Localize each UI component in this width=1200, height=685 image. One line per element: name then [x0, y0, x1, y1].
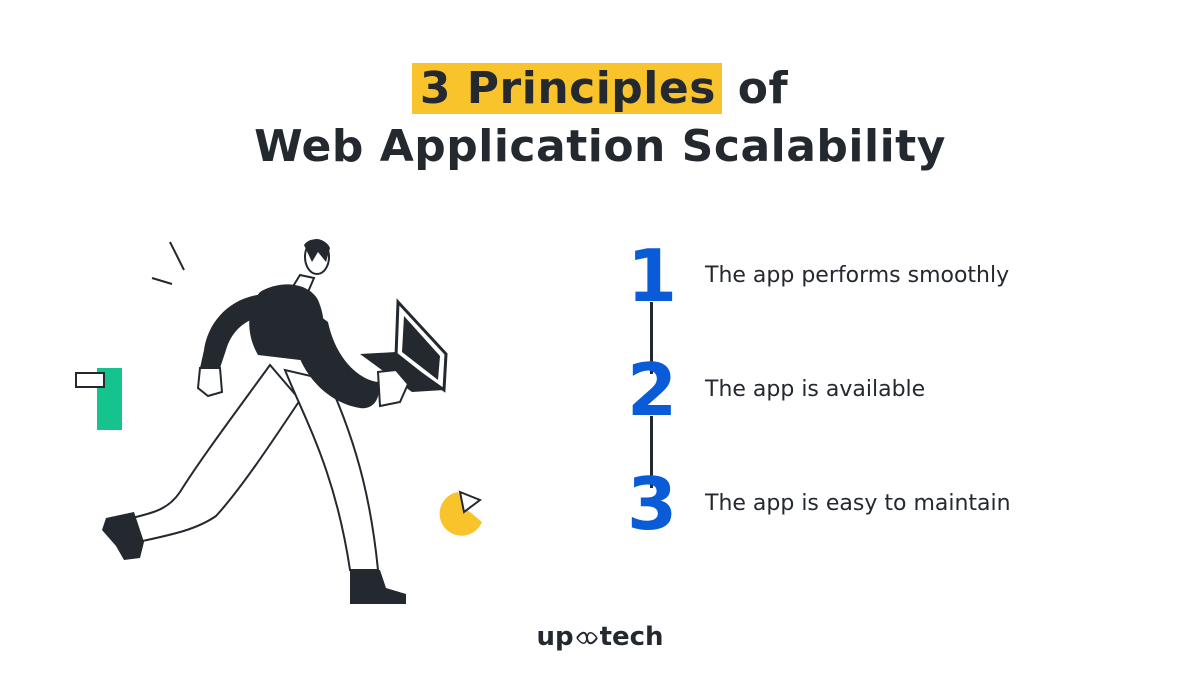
title-highlight: 3 Principles	[411, 63, 722, 114]
logo-dna-icon	[575, 631, 598, 644]
logo-part-1: up	[536, 622, 574, 652]
logo-part-2: tech	[599, 622, 664, 652]
person-with-laptop-image	[75, 239, 483, 604]
connector-line-1	[650, 302, 653, 374]
principles-list: 1 The app performs smoothly 2 The app is…	[620, 240, 1160, 540]
uptech-logo: up tech	[0, 622, 1200, 652]
principle-number-3: 3	[626, 462, 678, 546]
walking-person-illustration	[60, 230, 530, 620]
title-line-1: 3 Principles of	[0, 60, 1200, 118]
page-title: 3 Principles of Web Application Scalabil…	[0, 60, 1200, 176]
principle-number-1: 1	[626, 234, 678, 318]
connector-line-2	[650, 416, 653, 488]
principle-text-1: The app performs smoothly	[705, 263, 1010, 288]
principle-text-2: The app is available	[705, 377, 926, 402]
title-line-2: Web Application Scalability	[254, 121, 946, 172]
principle-text-3: The app is easy to maintain	[705, 491, 1011, 516]
principle-number-2: 2	[626, 348, 678, 432]
title-rest: of	[721, 63, 789, 114]
